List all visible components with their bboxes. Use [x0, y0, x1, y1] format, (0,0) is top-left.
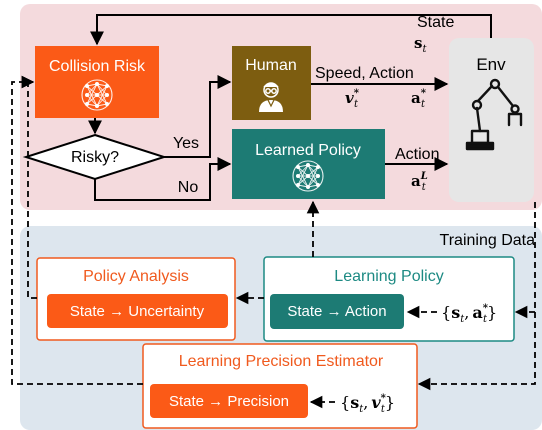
- yes-label: Yes: [173, 135, 199, 152]
- learning-policy-data: {st,a*t}: [441, 303, 497, 325]
- precision-estimator-inner: [150, 384, 308, 418]
- decision-label: Risky?: [71, 149, 119, 166]
- yes-arrow: [164, 75, 232, 158]
- human-speed-symbol: v*t: [345, 88, 360, 110]
- state-symbol: st: [414, 34, 427, 55]
- speed-action-label: Speed, Action: [315, 65, 414, 82]
- collision-risk-title: Collision Risk: [49, 58, 146, 75]
- env-box: [449, 38, 534, 202]
- policy-analysis-title: Policy Analysis: [83, 268, 189, 285]
- precision-estimator-title: Learning Precision Estimator: [179, 353, 384, 370]
- robot-arm-icon: [465, 78, 523, 151]
- neural-network-icon: [81, 79, 113, 111]
- state-label: State: [417, 14, 454, 31]
- neural-network-icon: [292, 160, 324, 192]
- state-feedback-arrow: [90, 14, 492, 46]
- policy-analysis-mapping: State → Uncertainty: [70, 303, 205, 320]
- learning-policy-inner: [270, 294, 404, 329]
- precision-feedback-arrow: [11, 75, 143, 385]
- env-title: Env: [476, 55, 506, 74]
- human-title: Human: [245, 57, 297, 74]
- learning-policy-mapping: State → Action: [287, 303, 386, 320]
- precision-estimator-mapping: State → Precision: [169, 393, 289, 410]
- learning-policy-title: Learning Policy: [334, 268, 443, 285]
- action-label: Action: [395, 146, 439, 163]
- analysis-feedback-arrow: [21, 75, 37, 299]
- learned-policy-title: Learned Policy: [255, 142, 361, 159]
- no-label: No: [178, 179, 199, 196]
- env-to-precision-data-arrow: [417, 312, 536, 391]
- no-arrow: [94, 157, 232, 201]
- human-action-symbol: a*t: [411, 88, 427, 110]
- training-data-label: Training Data: [440, 232, 536, 249]
- precision-estimator-data: {st,v*t}: [340, 393, 395, 415]
- policy-analysis-inner: [47, 294, 228, 328]
- person-with-glasses-icon: [259, 82, 283, 112]
